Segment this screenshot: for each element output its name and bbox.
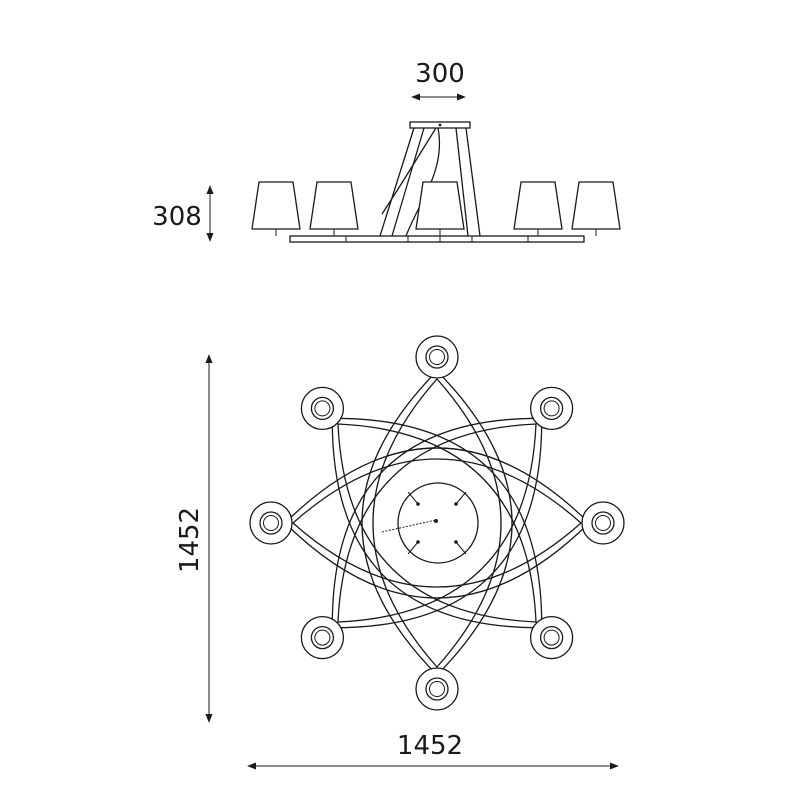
top-width-dimension: 300 (411, 59, 466, 101)
light-cups (249, 335, 625, 711)
support-leg-right (455, 127, 481, 237)
lamp-shade (513, 181, 563, 236)
light-cup (581, 501, 625, 545)
ceiling-canopy (409, 121, 471, 129)
light-cup (529, 386, 574, 431)
lamp-shade (571, 181, 621, 236)
light-cup (415, 335, 459, 379)
plan-height-label: 1452 (175, 507, 205, 573)
height-dimension: 308 (152, 185, 214, 242)
star-petal (361, 370, 513, 676)
base-rail (289, 235, 585, 243)
lamp-shade (309, 181, 359, 236)
plan-view: 1452 1452 (175, 335, 625, 770)
support-leg-left (379, 127, 425, 237)
center-hub (381, 482, 479, 564)
light-cup (300, 615, 345, 660)
star-petal (331, 417, 543, 629)
star-petal (284, 447, 590, 599)
light-cup (300, 386, 345, 431)
light-cup (415, 667, 459, 711)
side-elevation: 300 308 (152, 59, 621, 243)
light-cup (529, 615, 574, 660)
lamp-shade (415, 181, 465, 236)
lamp-shade (251, 181, 301, 236)
star-petal (331, 417, 543, 629)
top-width-label: 300 (415, 59, 465, 89)
light-cup (249, 501, 293, 545)
plan-height-dimension: 1452 (175, 354, 213, 723)
power-cable-2 (381, 127, 437, 215)
plan-width-dimension: 1452 (247, 731, 619, 770)
plan-width-label: 1452 (397, 731, 463, 761)
lamp-shades (251, 181, 621, 236)
height-label: 308 (152, 202, 202, 232)
